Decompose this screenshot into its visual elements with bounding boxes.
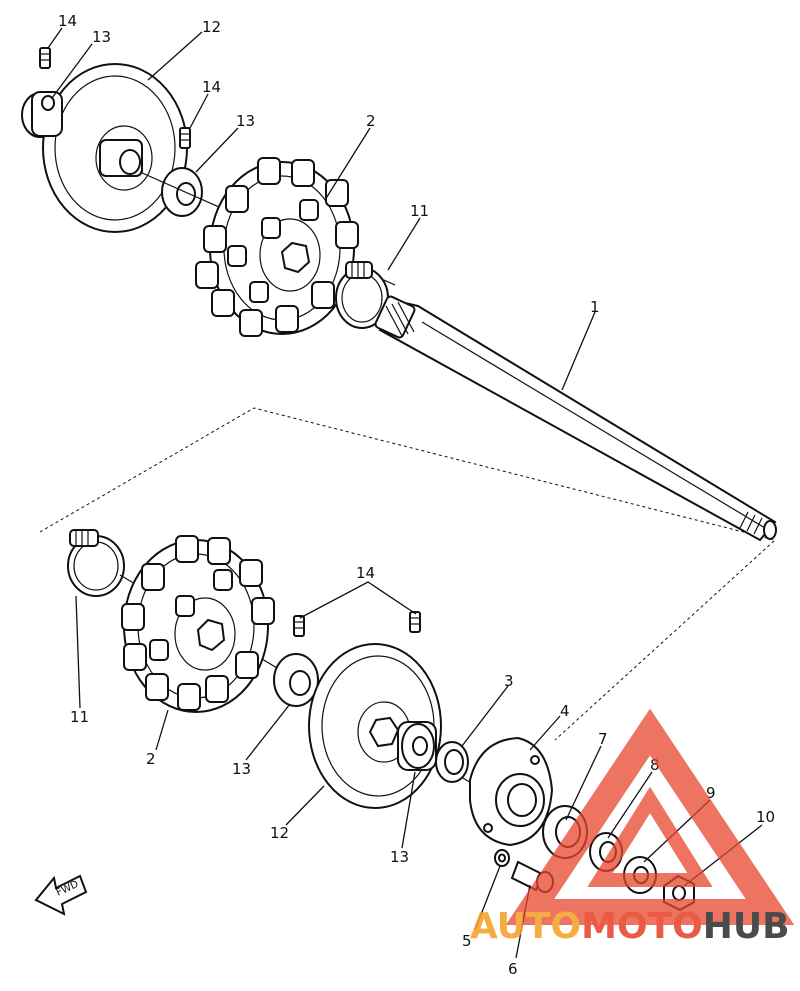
svg-text:AUTOMOTOHUB: AUTOMOTOHUB — [470, 906, 790, 947]
drive-sprocket-bottom — [121, 535, 275, 713]
callout-11-top: 11 — [410, 202, 429, 220]
setscrew-top-left — [39, 47, 51, 69]
collar-top-mid — [161, 167, 203, 217]
callout-8: 8 — [650, 756, 660, 774]
collar-bottom-right — [397, 721, 437, 771]
callout-6: 6 — [508, 960, 518, 978]
callout-5: 5 — [462, 932, 472, 950]
watermark-word-auto: AUTO — [470, 906, 581, 947]
callout-2-bottom: 2 — [146, 750, 156, 768]
setscrew-bottom-left — [293, 615, 305, 637]
callout-14-top-left: 14 — [58, 12, 77, 30]
drive-sprocket-top — [195, 157, 359, 337]
callout-14-bottom: 14 — [356, 564, 375, 582]
assembly-plane-outline — [39, 407, 777, 741]
callout-10: 10 — [756, 808, 775, 826]
setscrew-bottom-right — [409, 611, 421, 633]
callout-1: 1 — [590, 298, 600, 316]
callout-3: 3 — [504, 672, 514, 690]
callout-14-top-mid: 14 — [202, 78, 221, 96]
washer-small — [494, 849, 510, 867]
watermark: AUTOMOTOHUB — [470, 708, 795, 947]
watermark-word-hub: HUB — [703, 906, 790, 947]
callout-13-bottom-left: 13 — [232, 760, 251, 778]
collar-top-left — [21, 91, 63, 138]
collar-bottom-left — [273, 653, 319, 707]
callout-13-top-left: 13 — [92, 28, 111, 46]
callout-12-bottom: 12 — [270, 824, 289, 842]
callout-13-top-mid: 13 — [236, 112, 255, 130]
callout-2-top: 2 — [366, 112, 376, 130]
watermark-word-moto: MOTO — [581, 906, 703, 947]
leader-lines — [47, 27, 763, 959]
bearing-housing — [469, 736, 554, 847]
callout-13-bottom-right: 13 — [390, 848, 409, 866]
clamp-bottom — [67, 529, 125, 597]
callout-4: 4 — [560, 702, 570, 720]
callout-9: 9 — [706, 784, 716, 802]
callout-11-bottom: 11 — [70, 708, 89, 726]
oil-seal — [435, 741, 469, 783]
callout-labels: 14 13 12 14 13 2 11 1 14 11 2 13 12 13 3… — [58, 12, 775, 978]
fwd-arrow-icon: FWD — [34, 874, 88, 916]
setscrew-top-mid — [179, 127, 191, 149]
callout-7: 7 — [598, 730, 608, 748]
watermark-triangle-icon — [505, 708, 795, 925]
idler-wheel-top — [42, 63, 188, 233]
drive-shaft — [374, 295, 777, 542]
clamp-top — [335, 261, 389, 329]
callout-12-top: 12 — [202, 18, 221, 36]
